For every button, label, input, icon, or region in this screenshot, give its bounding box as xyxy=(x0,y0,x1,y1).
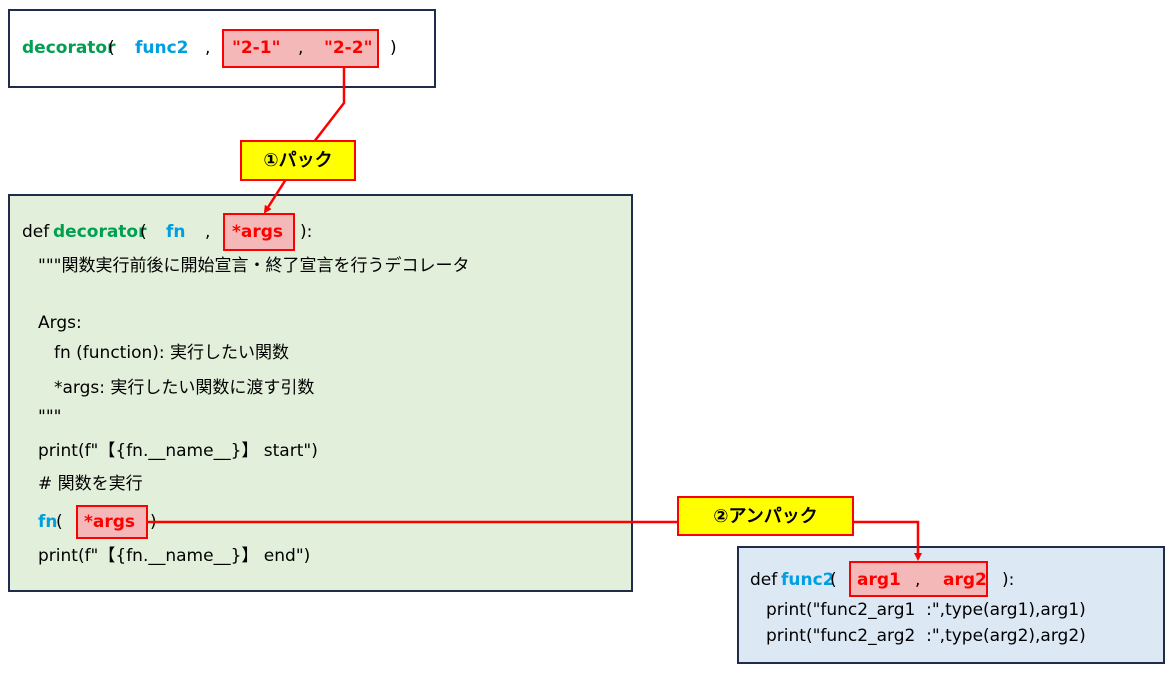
call-arg-b: "2-2" xyxy=(324,38,373,58)
pack-label: ①パック xyxy=(240,140,356,181)
func2-print-line2: print("func2_arg2 :",type(arg2),arg2) xyxy=(766,626,1086,646)
inner-call-open: ( xyxy=(56,512,63,532)
call-arg-a: "2-1" xyxy=(232,38,281,58)
call-close-paren: ) xyxy=(390,38,397,58)
call-comma2: , xyxy=(298,38,304,58)
call-comma1: , xyxy=(205,38,211,58)
docstring-args-heading: Args: xyxy=(38,313,82,333)
param-comma: , xyxy=(205,222,211,242)
decorator-def-name: decorator xyxy=(53,222,147,242)
func2-param-arg1: arg1 xyxy=(857,570,901,590)
param-fn: fn xyxy=(166,222,186,242)
print-end-line: print(f"【{fn.__name__}】 end") xyxy=(38,546,311,566)
func2-param-arg2: arg2 xyxy=(943,570,987,590)
func2-def-close: ): xyxy=(1002,570,1015,590)
print-start-line: print(f"【{fn.__name__}】 start") xyxy=(38,441,318,461)
call-args-inner-highlight xyxy=(76,505,148,539)
pack-arrow xyxy=(263,68,346,214)
inner-call-fn: fn xyxy=(38,512,58,532)
unpack-arrow xyxy=(148,520,922,561)
call-open-paren: ( xyxy=(108,38,115,58)
inner-call-args: *args xyxy=(84,512,136,532)
func2-params-highlight xyxy=(849,561,988,597)
func2-def-keyword: def xyxy=(750,570,778,590)
param-args-highlight xyxy=(223,213,295,251)
docstring-line1: """関数実行前後に開始宣言・終了宣言を行うデコレータ xyxy=(38,256,470,276)
docstring-fn-desc: fn (function): 実行したい関数 xyxy=(54,343,290,363)
param-args: *args xyxy=(232,222,284,242)
docstring-args-desc: *args: 実行したい関数に渡す引数 xyxy=(54,378,315,398)
comment-line: # 関数を実行 xyxy=(38,474,143,494)
docstring-end: """ xyxy=(38,407,62,427)
decorator-def-close: ): xyxy=(300,222,313,242)
unpack-label: ②アンパック xyxy=(677,496,854,536)
func2-param-comma: , xyxy=(915,570,921,590)
call-arg-fn: func2 xyxy=(135,38,189,58)
def-keyword: def xyxy=(22,222,50,242)
func2-open-paren: ( xyxy=(830,570,837,590)
func2-print-line1: print("func2_arg1 :",type(arg1),arg1) xyxy=(766,600,1086,620)
call-func-name: decorator xyxy=(22,38,116,58)
func2-def-name: func2 xyxy=(781,570,835,590)
call-args-highlight xyxy=(222,29,379,68)
decorator-open-paren: ( xyxy=(140,222,147,242)
